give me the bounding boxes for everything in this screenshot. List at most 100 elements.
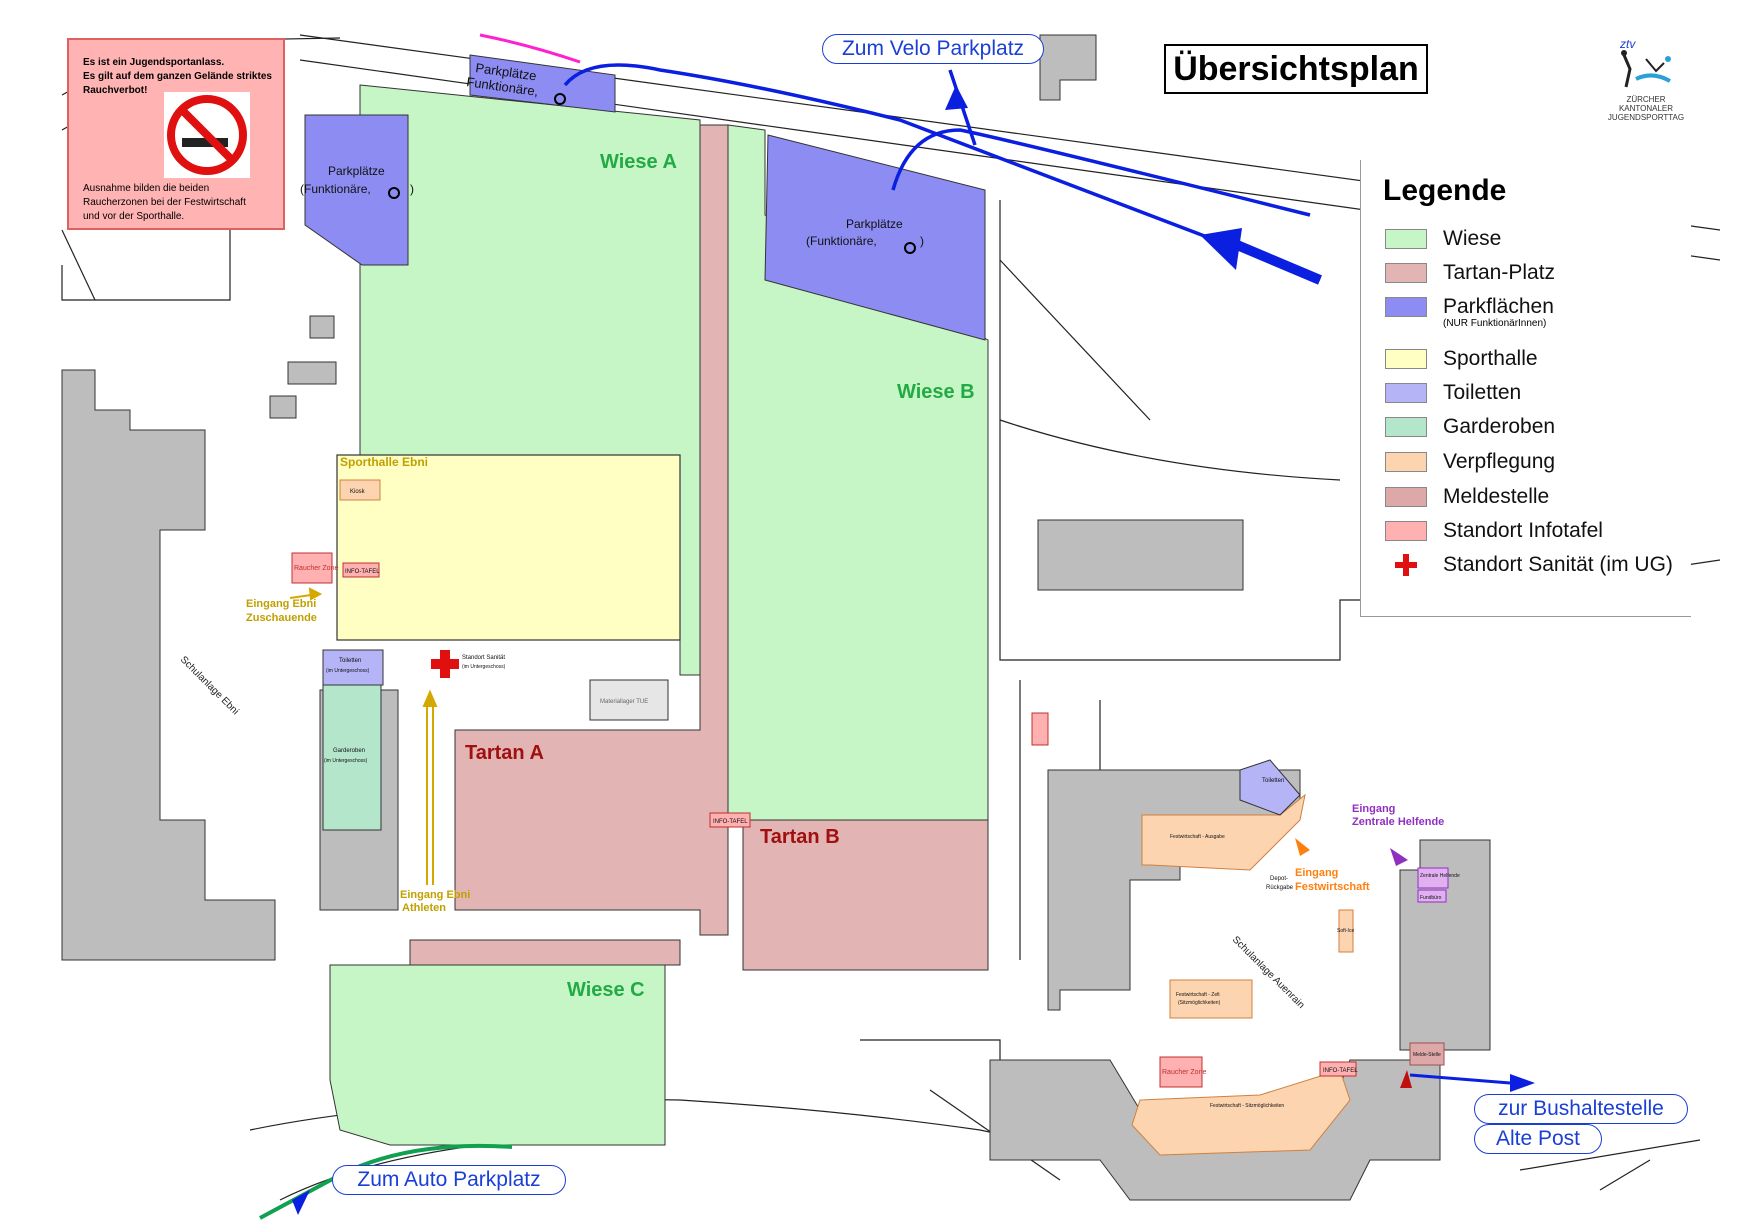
festwirtschaft-zelt-1: Festwirtschaft - Zelt	[1176, 992, 1220, 998]
legend-swatch	[1385, 297, 1427, 317]
festwirtschaft-zelt-2: (Sitzmöglichkeiten)	[1178, 1000, 1221, 1006]
bushaltestelle-link[interactable]: zur Bushaltestelle	[1474, 1094, 1688, 1124]
ztv-logo: ztv ZÜRCHER KANTONALER JUGENDSPORTTAG	[1598, 37, 1694, 144]
smoking-exception-line1: Ausnahme bilden die beiden	[83, 183, 210, 194]
garderoben-left	[322, 684, 382, 831]
legend-label: Standort Infotafel	[1443, 519, 1603, 542]
legend-title: Legende	[1383, 174, 1507, 207]
legend-label: Sporthalle	[1443, 347, 1538, 370]
eingang-zentrale-1: Eingang	[1352, 803, 1395, 815]
legend-swatch	[1385, 521, 1427, 541]
legend-parking-note: (NUR FunktionärInnen)	[1443, 318, 1547, 329]
eingang-athleten-2: Athleten	[402, 902, 446, 914]
legend-label: Verpflegung	[1443, 450, 1556, 473]
sporthalle-area	[336, 454, 681, 641]
legend-item-sporthalle: Sporthalle	[1385, 344, 1538, 374]
smoking-notice-line2: Es gilt auf dem ganzen Gelände striktes	[83, 71, 272, 82]
logo-abbr: ztv	[1620, 37, 1636, 51]
red-cross-icon	[1385, 554, 1427, 576]
legend-swatch	[1385, 229, 1427, 249]
legend-swatch	[1385, 452, 1427, 472]
legend-item-toiletten: Toiletten	[1385, 378, 1521, 408]
sporthalle-infotafel	[342, 562, 380, 578]
smoking-exception-line2: Raucherzonen bei der Festwirtschaft	[83, 197, 246, 208]
route-arrowheads	[292, 85, 1535, 1215]
alte-post-link[interactable]: Alte Post	[1474, 1124, 1602, 1154]
schulanlage-ebni-label: Schulanlage Ebni	[178, 654, 241, 717]
tartan-a-label: Tartan A	[465, 742, 544, 764]
entrance-arrows	[289, 587, 438, 885]
infotafel-mid	[709, 812, 751, 828]
eingang-festwirtschaft-1: Eingang	[1295, 867, 1338, 879]
sanitaet-label-1: Standort Sanität	[462, 655, 505, 661]
bus-arrow-red	[1400, 1070, 1412, 1088]
festwirtschaft-sitz-label: Festwirtschaft - Sitzmöglichkeiten	[1210, 1103, 1284, 1109]
infotafel-right-label: INFO-TAFEL	[1323, 1068, 1358, 1074]
zentrale-helfende-label: Zentrale Helfende	[1420, 873, 1460, 879]
legend-item-tartan: Tartan-Platz	[1385, 258, 1555, 288]
toiletten-left-ug: (im Untergeschoss)	[326, 668, 370, 674]
legend-label: Garderoben	[1443, 415, 1556, 438]
parking	[304, 54, 986, 341]
athlete-icon	[1621, 50, 1671, 88]
legend-label: Parkflächen	[1443, 295, 1554, 318]
soft-ice-box	[1338, 909, 1354, 953]
smoking-notice-line3: Rauchverbot!	[83, 85, 148, 96]
legend-item-garderoben: Garderoben	[1385, 412, 1555, 442]
sanitaet-label-2: (im Untergeschoss)	[462, 664, 506, 670]
sporthalle-infotafel-label: INFO-TAFEL	[345, 569, 380, 575]
legend-item-meldestelle: Meldestelle	[1385, 482, 1549, 512]
festwirtschaft-ausgabe-label: Festwirtschaft - Ausgabe	[1170, 834, 1225, 840]
festwirtschaft-zelt	[1169, 979, 1253, 1019]
legend-swatch	[1385, 349, 1427, 369]
materiallager-label: Materiallager TUE	[600, 699, 648, 705]
festwirtschaft-arrow	[1295, 838, 1310, 856]
tartan	[409, 124, 989, 971]
meadows	[329, 84, 989, 1146]
legend-swatch	[1385, 417, 1427, 437]
soft-ice-label: Soft-Ice	[1337, 928, 1354, 934]
logo-line2: KANTONALER	[1618, 104, 1674, 113]
fundbuero-label: Fundbüro	[1420, 895, 1442, 901]
tartan-b-label: Tartan B	[760, 826, 840, 848]
legend-label: Meldestelle	[1443, 485, 1550, 508]
sporthalle-label: Sporthalle Ebni	[340, 455, 428, 469]
legend-swatch	[1385, 383, 1427, 403]
raucher-zone-left-label: Raucher Zone	[294, 565, 338, 572]
legend-label: Toiletten	[1443, 381, 1522, 404]
infotafel-mid-label: INFO-TAFEL	[713, 819, 748, 825]
zentrale-helfende-box	[1417, 867, 1449, 889]
logo-line3: JUGENDSPORTTAG	[1607, 113, 1685, 122]
no-smoking-icon	[164, 92, 250, 178]
wiese-a-label: Wiese A	[600, 151, 677, 173]
velo-parkplatz-link[interactable]: Zum Velo Parkplatz	[822, 34, 1044, 64]
kiosk-label: Kiosk	[350, 489, 366, 495]
meldestelle-label: Melde-Stelle	[1413, 1052, 1441, 1058]
meldestelle-box	[1409, 1042, 1445, 1066]
parking-mid-label-2: (Funktionäre,	[806, 234, 877, 248]
legend-label: Tartan-Platz	[1443, 261, 1556, 284]
fundbuero-box	[1417, 889, 1447, 903]
legend-label: Wiese	[1443, 227, 1502, 250]
smoking-notice: Es ist ein Jugendsportanlass. Es gilt au…	[67, 38, 285, 230]
legend-item-infotafel: Standort Infotafel	[1385, 516, 1603, 546]
wiese-c-label: Wiese C	[567, 979, 645, 1001]
legend-panel: Legende Wiese Tartan-Platz Parkflächen (…	[1360, 160, 1691, 617]
raucher-zone-right-label: Raucher Zone	[1162, 1069, 1206, 1076]
legend-label: Standort Sanität (im UG)	[1443, 553, 1673, 576]
smoking-notice-line1: Es ist ein Jugendsportanlass.	[83, 57, 225, 68]
legend-item-parkflaechen: Parkflächen	[1385, 292, 1554, 322]
parking-mid-label-1: Parkplätze	[846, 217, 903, 231]
wheelchair-icon	[388, 93, 916, 254]
festwirtschaft-ausgabe	[1141, 793, 1306, 871]
garderoben-label: Garderoben	[333, 748, 365, 754]
raucher-zone-right	[1159, 1056, 1203, 1088]
kiosk-box	[339, 479, 381, 501]
smoking-exception-line3: und vor der Sporthalle.	[83, 211, 185, 222]
festwirtschaft-sitz	[1131, 1069, 1351, 1156]
logo-line1: ZÜRCHER	[1626, 95, 1666, 104]
parking-left-label-3: )	[410, 182, 414, 196]
parking-left-label-1: Parkplätze	[328, 164, 385, 178]
auto-parkplatz-link[interactable]: Zum Auto Parkplatz	[332, 1165, 566, 1195]
